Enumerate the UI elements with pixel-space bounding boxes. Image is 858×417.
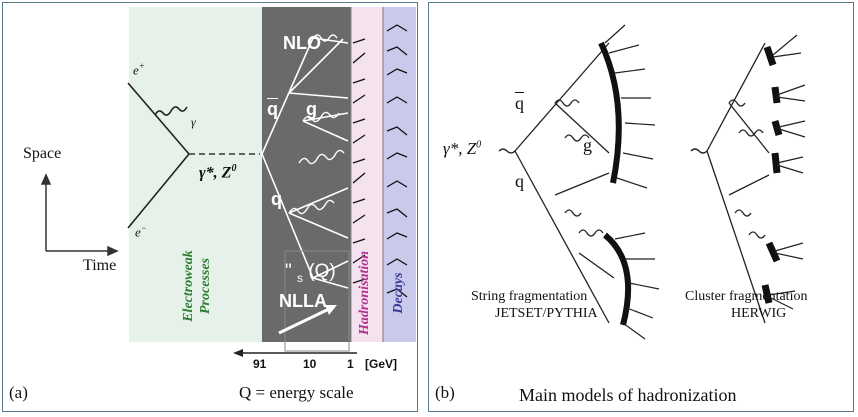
panel-b-diagram (498, 24, 806, 340)
quark-label-b: q (515, 171, 524, 191)
panel-a-tag: (a) (9, 383, 28, 402)
panel-b-tag: (b) (435, 383, 455, 402)
quark-label: q (271, 189, 282, 209)
electron-lines (127, 82, 190, 229)
alpha-s-label: " s (Q) (285, 261, 336, 285)
cluster-subtitle: HERWIG (731, 306, 787, 321)
space-axis-label: Space (23, 145, 62, 162)
gluon-curls (288, 34, 345, 215)
decay-lines (386, 24, 408, 298)
cluster-blobs (761, 45, 783, 304)
gluon-label: g (306, 99, 317, 119)
string-fragment-lower (603, 232, 632, 326)
space-time-axes-icon (40, 173, 119, 257)
panel-b: γ*, Z0 q q g String fragmentation JETSET… (428, 2, 854, 412)
tick-91: 91 (253, 357, 267, 371)
cluster-diagram (690, 42, 770, 324)
string-title: String fragmentation (471, 289, 588, 304)
electroweak-region (129, 7, 262, 342)
parton-shower-region (262, 7, 351, 342)
alpha-s-box (284, 250, 350, 352)
time-axis-label: Time (83, 257, 117, 274)
alpha-s-arrow (278, 307, 330, 335)
string-hadron-spray (604, 24, 660, 340)
hadronisation-label: Hadronisation (357, 250, 372, 336)
hadronization-caption: Main models of hadronization (519, 385, 737, 405)
string-subtitle: JETSET/PYTHIA (495, 306, 598, 321)
boson-label: γ*, Z0 (199, 163, 237, 182)
cluster-title: Cluster fragmentation (685, 289, 808, 304)
panel-a-diagram (40, 7, 408, 357)
boson-label-b: γ*, Z0 (443, 139, 482, 158)
decays-region (383, 7, 416, 342)
energy-unit: [GeV] (365, 357, 398, 371)
hadron-lines (352, 38, 366, 284)
positron-label: e+ (133, 61, 145, 78)
cluster-hadron-spray (768, 34, 806, 310)
energy-scale-label: Q = energy scale (239, 383, 354, 402)
antiquark-label-b: q (515, 93, 524, 113)
electroweak-label: Electroweak Processes (181, 250, 213, 322)
electron-label: e− (135, 223, 147, 240)
nlla-label: NLLA (279, 291, 327, 311)
parton-shower-lines (261, 37, 349, 289)
decays-label: Decays (391, 272, 406, 314)
string-diagram (498, 42, 615, 324)
tick-1: 1 (347, 357, 354, 371)
gluon-label-b: g (583, 135, 592, 155)
nlo-label: NLO (283, 33, 321, 53)
tick-10: 10 (303, 357, 317, 371)
string-fragment (598, 41, 622, 184)
hadronisation-region (351, 7, 383, 342)
panel-a: Space Time e+ e− γ γ*, Z0 NLO NLLA q g q… (2, 2, 418, 412)
antiquark-label: q (267, 99, 278, 119)
photon-label: γ (191, 115, 196, 129)
